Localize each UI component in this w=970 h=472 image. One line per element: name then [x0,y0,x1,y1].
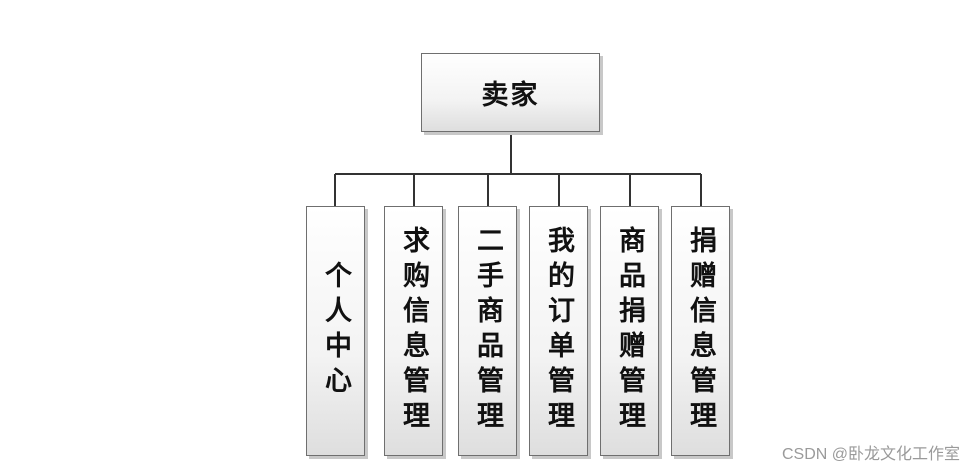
child-node-label: 二手商品管理 [472,226,503,436]
child-node-personal-center: 个人中心 [306,206,365,456]
root-node-label: 卖家 [481,80,540,111]
child-node-purchase-request-management: 求购信息管理 [384,206,443,456]
child-node-donation-info-management: 捐赠信息管理 [671,206,730,456]
child-node-label: 商品捐赠管理 [614,226,645,436]
watermark-text: CSDN @卧龙文化工作室 [781,446,960,463]
child-node-label: 我的订单管理 [543,226,574,436]
child-node-goods-donation-management: 商品捐赠管理 [600,206,659,456]
child-node-used-goods-management: 二手商品管理 [458,206,517,456]
child-node-my-orders-management: 我的订单管理 [529,206,588,456]
root-node-seller: 卖家 [421,53,600,132]
child-node-label: 个人中心 [320,261,351,401]
child-node-label: 捐赠信息管理 [685,226,716,436]
child-node-label: 求购信息管理 [398,226,429,436]
